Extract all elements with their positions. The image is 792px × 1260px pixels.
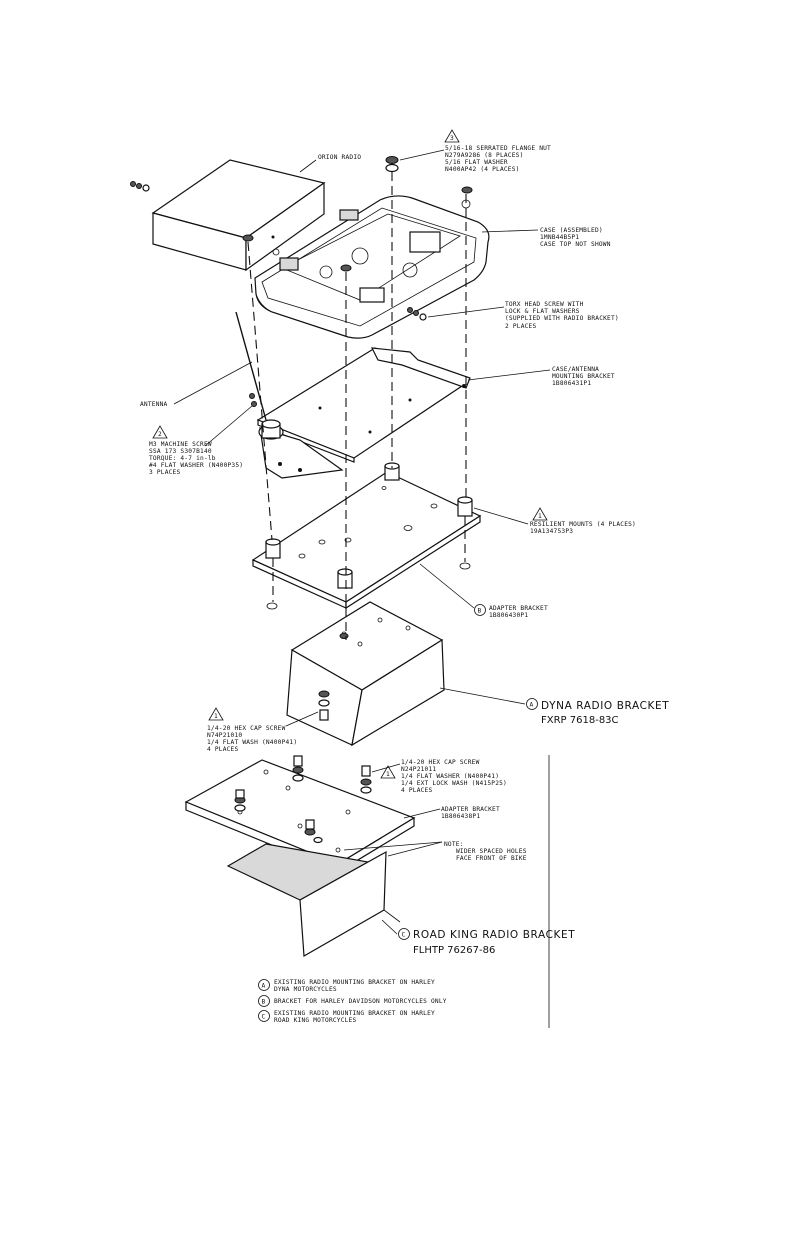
label-m3-places: 3 PLACES <box>149 469 180 476</box>
label-hex-cap-1: 1/4-20 HEX CAP SCREW <box>207 725 286 732</box>
legend: A EXISTING RADIO MOUNTING BRACKET ON HAR… <box>258 979 447 1024</box>
callout-tri-1a: 1 <box>538 513 542 520</box>
hex-cap-screws-lower <box>234 755 372 844</box>
label-m3-washer: #4 FLAT WASHER (N400P35) <box>149 462 243 469</box>
case-antenna-bracket <box>256 347 471 479</box>
label-resilient-mounts-pn: 19A134753P3 <box>530 528 573 535</box>
label-note: NOTE: <box>444 841 464 848</box>
legend-c-line1: EXISTING RADIO MOUNTING BRACKET ON HARLE… <box>274 1010 435 1017</box>
m3-screws <box>249 393 257 407</box>
leader-lines <box>173 149 551 935</box>
label-mounting-bracket: MOUNTING BRACKET <box>552 373 615 380</box>
callout-tri-1c: 1 <box>386 771 390 778</box>
callout-c: C <box>402 932 406 939</box>
label-adapter-bracket-2-pn: 1B806438P1 <box>441 813 480 820</box>
legend-callout-a: A <box>262 983 266 990</box>
label-adapter-bracket: ADAPTER BRACKET <box>489 605 548 612</box>
label-hex-cap-1-places: 4 PLACES <box>207 746 238 753</box>
label-hex-cap-1-pn: N74P21010 <box>207 732 242 739</box>
hex-cap-screws-upper <box>318 633 349 721</box>
road-king-bracket <box>226 843 401 957</box>
label-hex-cap-2-washer: 1/4 FLAT WASHER (N400P41) <box>401 773 499 780</box>
label-note-holes: WIDER SPACED HOLES <box>456 848 527 855</box>
label-case-pn: 1MNB44B5P1 <box>540 234 579 241</box>
label-flange-nut-pn: N279A9286 (8 PLACES) <box>445 152 524 159</box>
adapter-bracket-plate <box>251 471 482 610</box>
legend-a-line2: DYNA MOTORCYCLES <box>274 986 337 993</box>
label-case: CASE (ASSEMBLED) <box>540 227 603 234</box>
label-hex-cap-1-washer: 1/4 FLAT WASH (N400P41) <box>207 739 297 746</box>
label-flat-washer-pn: N400AP42 (4 PLACES) <box>445 166 520 173</box>
label-orion-radio: ORION RADIO <box>318 154 361 161</box>
label-flange-nut: 5/16-18 SERRATED FLANGE NUT <box>445 145 551 152</box>
alignment-lines <box>247 172 467 640</box>
label-torx-places: 2 PLACES <box>505 323 536 330</box>
label-flat-washer: 5/16 FLAT WASHER <box>445 159 508 166</box>
triangle-callouts: 3 2 1 1 1 <box>152 129 548 779</box>
callout-tri-2: 2 <box>158 431 162 438</box>
callout-a: A <box>530 702 534 709</box>
legend-c-line2: ROAD KING MOTORCYCLES <box>274 1017 357 1024</box>
radio-case <box>254 195 490 339</box>
callout-tri-1b: 1 <box>214 713 218 720</box>
label-hex-cap-2-lock: 1/4 EXT LOCK WASH (N415P25) <box>401 780 507 787</box>
label-torx-washers: LOCK & FLAT WASHERS <box>505 308 580 315</box>
callout-b: B <box>478 608 482 615</box>
label-case-note: CASE TOP NOT SHOWN <box>540 241 611 248</box>
label-mounting-bracket-pn: 1B806431P1 <box>552 380 591 387</box>
label-hex-cap-2: 1/4-20 HEX CAP SCREW <box>401 759 480 766</box>
flange-nut-washers <box>242 156 473 272</box>
label-antenna: ANTENNA <box>140 401 168 408</box>
part-labels: ORION RADIO 5/16-18 SERRATED FLANGE NUT … <box>140 145 669 956</box>
legend-b-line1: BRACKET FOR HARLEY DAVIDSON MOTORCYCLES … <box>274 998 447 1005</box>
label-note-front: FACE FRONT OF BIKE <box>456 855 527 862</box>
label-resilient-mounts: RESILIENT MOUNTS (4 PLACES) <box>530 521 636 528</box>
label-road-king-bracket: ROAD KING RADIO BRACKET <box>413 929 575 941</box>
dyna-radio-bracket <box>286 601 445 747</box>
label-road-king-bracket-pn: FLHTP 76267-86 <box>413 945 495 956</box>
label-adapter-bracket-2: ADAPTER BRACKET <box>441 806 500 813</box>
resilient-mounts <box>265 462 473 610</box>
circle-callouts: A B C <box>398 604 538 940</box>
label-m3-pn: SSA 173 S307B140 <box>149 448 212 455</box>
legend-callout-b: B <box>262 999 266 1006</box>
label-adapter-bracket-pn: 1B806430P1 <box>489 612 528 619</box>
orion-radio <box>130 159 326 272</box>
label-hex-cap-2-places: 4 PLACES <box>401 787 432 794</box>
label-dyna-bracket: DYNA RADIO BRACKET <box>541 700 669 712</box>
label-torx-supplied: (SUPPLIED WITH RADIO BRACKET) <box>505 315 619 322</box>
label-hex-cap-2-pn: N24P21011 <box>401 766 436 773</box>
label-torx: TORX HEAD SCREW WITH <box>505 301 584 308</box>
label-case-antenna: CASE/ANTENNA <box>552 366 599 373</box>
label-m3-screw: M3 MACHINE SCREW <box>149 441 212 448</box>
callout-tri-3: 3 <box>450 135 454 142</box>
label-dyna-bracket-pn: FXRP 7618-83C <box>541 715 619 726</box>
legend-callout-c: C <box>262 1014 266 1021</box>
legend-a-line1: EXISTING RADIO MOUNTING BRACKET ON HARLE… <box>274 979 435 986</box>
label-m3-torque: TORQUE: 4-7 in-lb <box>149 455 216 462</box>
torx-screws <box>407 307 427 321</box>
